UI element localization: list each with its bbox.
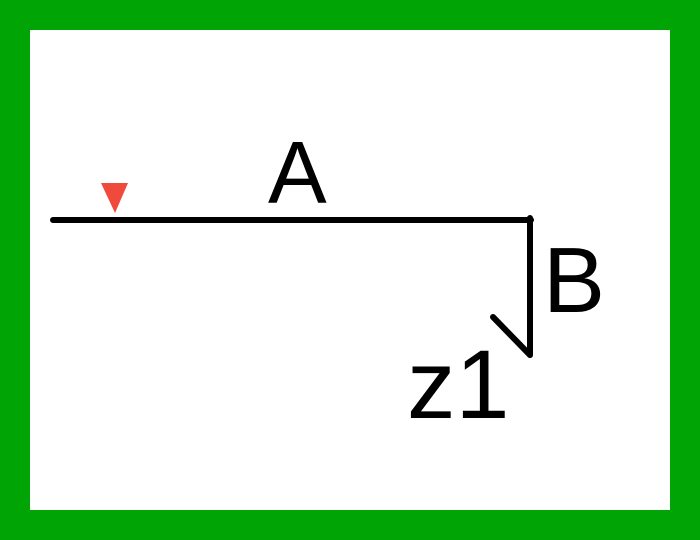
label-b: B xyxy=(543,228,605,332)
diagram-canvas xyxy=(30,30,670,510)
label-a: A xyxy=(268,123,327,222)
label-z1: z1 xyxy=(407,330,509,439)
triangle-down-icon xyxy=(101,183,128,213)
end-hook-line xyxy=(490,314,533,358)
